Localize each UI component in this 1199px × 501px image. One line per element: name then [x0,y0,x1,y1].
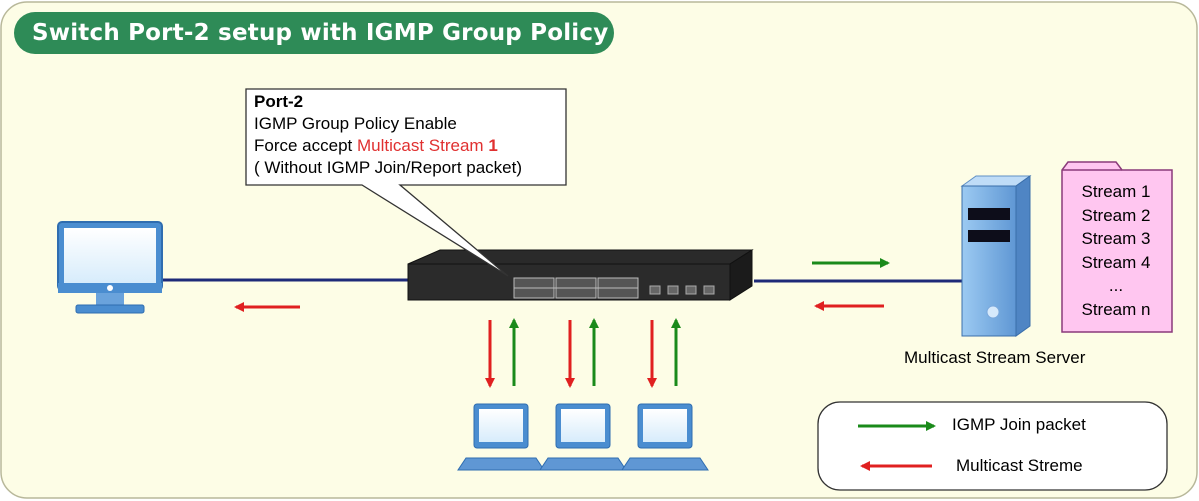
stream-item: Stream n [1081,299,1151,319]
port-callout-bubble [245,88,567,277]
stream-item: Stream 3 [1081,229,1151,249]
callout-line3: ( Without IGMP Join/Report packet) [254,158,523,177]
legend-box [817,401,1168,491]
client-pc-icon [621,403,709,471]
port-callout: Port-2 IGMP Group Policy Enable Force ac… [248,91,564,179]
legend-multicast-label: Multicast Streme [956,456,1083,475]
client-pc-icon [457,403,545,471]
legend-join-label: IGMP Join packet [952,415,1086,434]
desktop-monitor-icon [57,221,163,314]
stream-list: Stream 1 Stream 2 Stream 3 Stream 4 ... … [1062,180,1170,322]
callout-line2: Force accept Multicast Stream 1 [248,135,564,157]
diagram-title: Switch Port-2 setup with IGMP Group Poli… [14,12,614,54]
network-switch-icon [407,249,754,301]
callout-line1: IGMP Group Policy Enable [254,114,457,133]
server-tower-icon [960,175,1032,337]
client-pc-icon [539,403,627,471]
callout-highlight: Multicast Stream [357,136,484,155]
callout-line2-prefix: Force accept [254,136,357,155]
callout-port: Port-2 [254,92,304,111]
callout-stream-number: 1 [488,136,498,155]
server-label: Multicast Stream Server [904,348,1086,367]
stream-item: ... [1108,276,1124,296]
stream-item: Stream 2 [1081,205,1151,225]
stream-item: Stream 1 [1081,182,1151,201]
stream-item: Stream 4 [1081,252,1151,272]
